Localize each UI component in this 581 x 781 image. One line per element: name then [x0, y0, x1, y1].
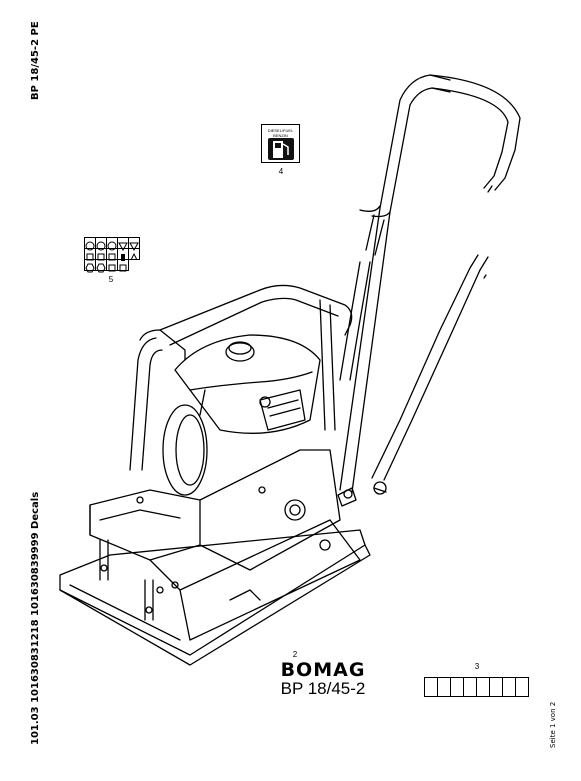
handle-bar [339, 74, 521, 493]
strip-cell [437, 677, 451, 697]
strip-cell [450, 677, 464, 697]
base-housing [59, 449, 387, 666]
symbol-decal [84, 237, 140, 273]
strip-cell [463, 677, 477, 697]
strip-decal [424, 677, 529, 697]
fuel-decal-line1: DIESEL/FUEL [267, 128, 294, 133]
bomag-decal: BOMAG BP 18/45-2 [268, 660, 378, 697]
strip-cell [515, 677, 529, 697]
model-name: BP 18/45-2 [280, 679, 366, 698]
fuel-decal-line2: BENZIN [273, 133, 288, 138]
square-icon [117, 259, 129, 272]
gauge-icon [128, 248, 140, 261]
strip-cell [502, 677, 516, 697]
callout-4: 4 [278, 167, 284, 176]
fuel-pump-icon [268, 138, 294, 160]
protection-frame [129, 284, 353, 471]
callout-3: 3 [474, 662, 480, 671]
strip-cell [476, 677, 490, 697]
fuel-decal: DIESEL/FUEL BENZIN [261, 124, 300, 163]
callout-5: 5 [108, 275, 114, 284]
engine [162, 334, 321, 496]
bomag-logo: BOMAG [280, 659, 366, 681]
callout-2: 2 [292, 650, 298, 659]
strip-cell [489, 677, 503, 697]
fuel-decal-text: DIESEL/FUEL BENZIN [262, 128, 299, 138]
strip-cell [424, 677, 438, 697]
